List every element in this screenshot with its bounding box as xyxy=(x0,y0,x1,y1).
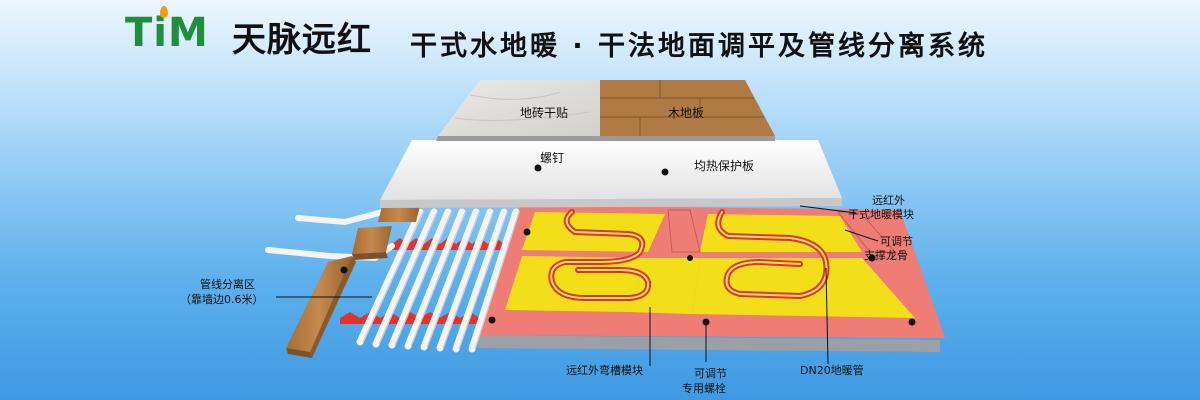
label-joist-1: 可调节 xyxy=(880,235,913,248)
yellow-module xyxy=(700,214,862,252)
wood-block xyxy=(352,226,392,254)
label-bend-module: 远红外弯槽模块 xyxy=(566,363,643,377)
screw-dot xyxy=(661,168,669,176)
wood-block xyxy=(378,206,420,222)
support-joist xyxy=(667,209,701,253)
bolt-dot xyxy=(488,316,496,324)
logo-flame-icon xyxy=(160,6,168,18)
label-screw: 螺钉 xyxy=(540,151,564,165)
brand-name: 天脉远红 xyxy=(232,20,372,60)
yellow-module xyxy=(628,258,700,314)
yellow-module xyxy=(692,258,915,318)
wood-planks xyxy=(600,80,764,136)
label-pipe-zone-2: （靠墙边0.6米） xyxy=(180,292,264,306)
base-slab-side xyxy=(478,335,940,352)
label-module-1: 远红外 xyxy=(872,194,905,207)
bolt-dot xyxy=(340,266,348,274)
label-wood: 木地板 xyxy=(668,106,704,120)
logo-mark: TiM xyxy=(125,10,209,56)
bolt-dot xyxy=(687,255,693,261)
leader-lines xyxy=(276,205,879,366)
tile-surface xyxy=(438,80,600,136)
base-module-layer xyxy=(478,205,945,352)
label-bolt-2: 专用螺栓 xyxy=(682,381,726,395)
label-tile: 地砖干贴 xyxy=(520,105,568,120)
wood-joists xyxy=(286,206,420,358)
bolt-dot xyxy=(523,228,531,236)
label-pipe: DN20地暖管 xyxy=(800,363,864,377)
labels: 地砖干贴 木地板 螺钉 均热保护板 远红外 干式地暖模块 可调节 支撑龙骨 管线… xyxy=(180,105,914,395)
page-title: 干式水地暖 · 干法地面调平及管线分离系统 xyxy=(410,31,989,62)
screw-dot xyxy=(534,164,542,172)
plate-top xyxy=(380,140,842,200)
label-bolt-1: 可调节 xyxy=(694,367,727,380)
bolt-dot xyxy=(908,318,916,326)
finish-floor xyxy=(436,80,775,141)
label-pipe-zone-1: 管线分离区 xyxy=(200,277,255,291)
plate-edge xyxy=(380,198,842,208)
label-joist-2: 支撑龙骨 xyxy=(864,248,908,262)
heat-protection-plate xyxy=(380,140,842,208)
label-module-2: 干式地暖模块 xyxy=(848,208,914,221)
wood-beam xyxy=(286,256,352,352)
wood-surface xyxy=(600,80,775,136)
bolt-dot xyxy=(868,254,876,262)
support-joist xyxy=(836,211,897,253)
header: TiM 天脉远红 干式水地暖 · 干法地面调平及管线分离系统 xyxy=(0,0,1200,70)
label-heat-plate: 均热保护板 xyxy=(694,159,754,173)
